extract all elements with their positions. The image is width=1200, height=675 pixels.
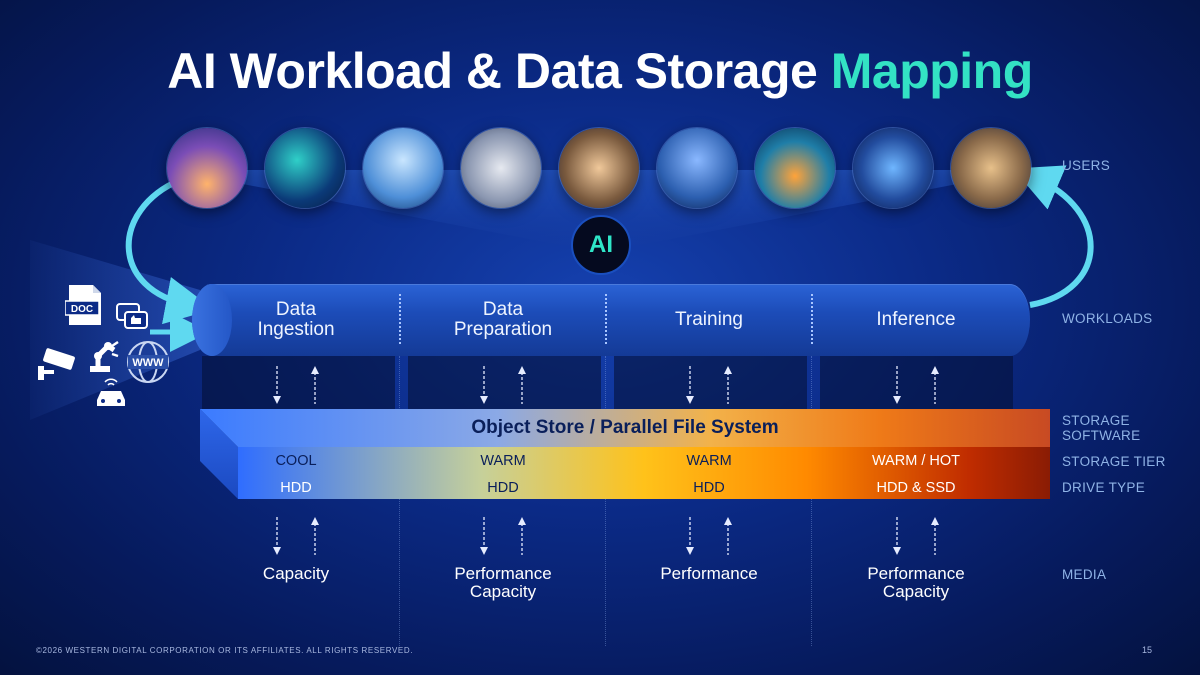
page-number: 15 xyxy=(1142,645,1153,655)
ai-badge: AI xyxy=(571,215,631,275)
workload-divider xyxy=(605,294,607,344)
column-divider xyxy=(605,356,606,646)
workload-data-preparation: Data Preparation xyxy=(453,299,553,340)
workload-inference: Inference xyxy=(876,309,956,330)
bidirectional-arrow-icon xyxy=(273,517,319,555)
storage-bar-top xyxy=(200,409,1050,447)
www-label: WWW xyxy=(132,357,164,369)
drive-type: HDD xyxy=(280,480,312,496)
chat-thumbs-up-icon xyxy=(116,303,148,329)
row-label-media: MEDIA xyxy=(1062,567,1107,582)
column-shade xyxy=(202,356,395,410)
scientist-photo xyxy=(363,128,443,208)
column-shade xyxy=(408,356,601,410)
bidirectional-arrow-icon xyxy=(893,517,939,555)
news-screens-photo xyxy=(853,128,933,208)
storage-tier-warm: WARM xyxy=(480,453,526,469)
media-item: Performance Capacity xyxy=(867,564,965,601)
storage-tier-warm: WARM xyxy=(686,453,732,469)
workload-divider xyxy=(811,294,813,344)
bidirectional-arrow-icon xyxy=(893,366,939,404)
workload-pipe-cap xyxy=(192,284,232,356)
bidirectional-arrow-icon xyxy=(686,517,732,555)
security-camera-icon xyxy=(38,348,75,380)
drive-type: HDD xyxy=(487,480,519,496)
row-label-users: USERS xyxy=(1062,158,1111,173)
column-shade xyxy=(820,356,1013,410)
bidirectional-arrow-icon xyxy=(686,366,732,404)
doc-label: DOC xyxy=(71,304,93,315)
slide-title: AI Workload & Data Storage Mapping xyxy=(0,42,1200,100)
bidirectional-arrow-icon xyxy=(480,366,526,404)
column-divider xyxy=(811,356,812,646)
media-item: Performance xyxy=(660,564,758,583)
storage-software-label: Object Store / Parallel File System xyxy=(471,417,779,438)
row-label-storage-software: STORAGE SOFTWARE xyxy=(1062,413,1141,443)
media-item: Performance Capacity xyxy=(454,564,552,601)
bidirectional-arrow-icon xyxy=(480,517,526,555)
financial-chart-photo xyxy=(265,128,345,208)
storage-tier-cool: COOL xyxy=(275,453,317,469)
bidirectional-arrow-icon xyxy=(273,366,319,404)
copyright-footer: ©2026 WESTERN DIGITAL CORPORATION OR ITS… xyxy=(36,646,414,655)
globe-www-icon: WWW xyxy=(127,341,169,383)
robot-arm-icon xyxy=(90,340,119,372)
workload-training: Training xyxy=(675,309,743,330)
warehouse-logistics-photo xyxy=(951,128,1031,208)
storage-bar-front xyxy=(238,447,1050,499)
vr-headset-user-photo xyxy=(167,128,247,208)
row-label-storage-tier: STORAGE TIER xyxy=(1062,454,1166,469)
workload-divider xyxy=(399,294,401,344)
title-accent: Mapping xyxy=(830,43,1034,99)
row-label-drive-type: DRIVE TYPE xyxy=(1062,480,1146,495)
drive-type: HDD & SSD xyxy=(876,480,956,496)
title-main: AI Workload & Data Storage xyxy=(167,43,818,99)
column-shade xyxy=(614,356,807,410)
column-divider xyxy=(399,356,400,646)
woman-working-photo xyxy=(559,128,639,208)
document-icon: DOC xyxy=(65,285,101,325)
developer-at-computer-photo xyxy=(657,128,737,208)
drive-type: HDD xyxy=(693,480,725,496)
connected-car-icon xyxy=(97,378,125,406)
row-label-workloads: WORKLOADS xyxy=(1062,311,1153,326)
right-loop-arrow xyxy=(1012,165,1094,308)
robotics-factory-photo xyxy=(461,128,541,208)
workload-pipe xyxy=(192,284,1030,356)
storage-tier-warm-hot: WARM / HOT xyxy=(871,453,961,469)
autonomous-car-photo xyxy=(755,128,835,208)
media-item: Capacity xyxy=(262,564,330,583)
left-loop-arrow xyxy=(125,177,214,325)
workload-data-ingestion: Data Ingestion xyxy=(257,299,335,340)
